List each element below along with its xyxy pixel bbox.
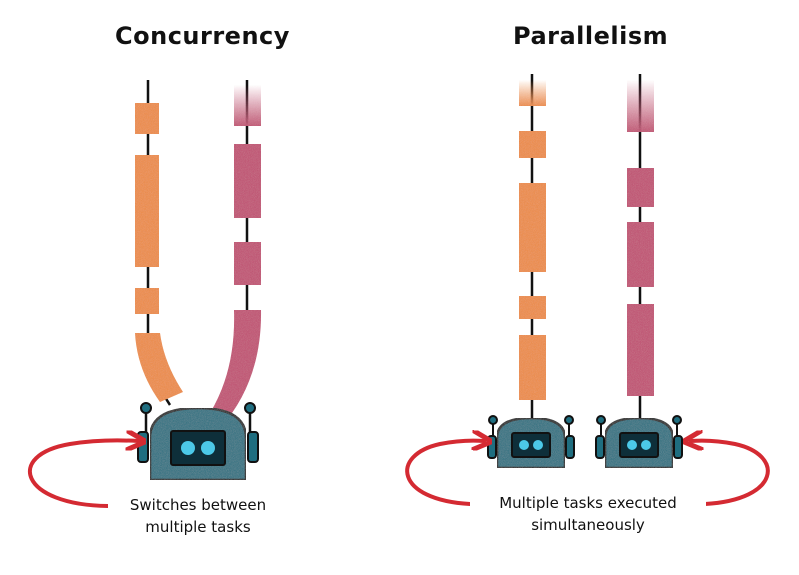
parallelism-curved-arrow-icon-left [405, 441, 484, 506]
concurrency-caption-line1: Switches between [129, 496, 267, 514]
parallelism-caption-line2: simultaneously [531, 516, 645, 534]
concurrency-panel [27, 80, 262, 508]
concurrency-caption: Switches between multiple tasks [108, 494, 288, 538]
concurrency-title: Concurrency [115, 22, 290, 50]
parallelism-task-a-thread [519, 74, 546, 420]
parallelism-caption-line1: Multiple tasks executed [499, 494, 677, 512]
parallelism-task-b-thread [627, 74, 654, 420]
concurrency-task-a-thread [135, 80, 183, 406]
concurrency-caption-line2: multiple tasks [145, 518, 251, 536]
parallelism-caption: Multiple tasks executed simultaneously [470, 492, 706, 536]
parallelism-robot-icon-left [487, 415, 575, 470]
concurrency-curved-arrow-icon [27, 440, 138, 508]
parallelism-robot-icon-right [595, 415, 683, 470]
parallelism-panel [405, 74, 770, 506]
concurrency-robot-icon [137, 402, 259, 482]
parallelism-curved-arrow-icon-right [691, 441, 770, 506]
concurrency-task-b-thread [210, 80, 262, 414]
parallelism-title: Parallelism [513, 22, 669, 50]
